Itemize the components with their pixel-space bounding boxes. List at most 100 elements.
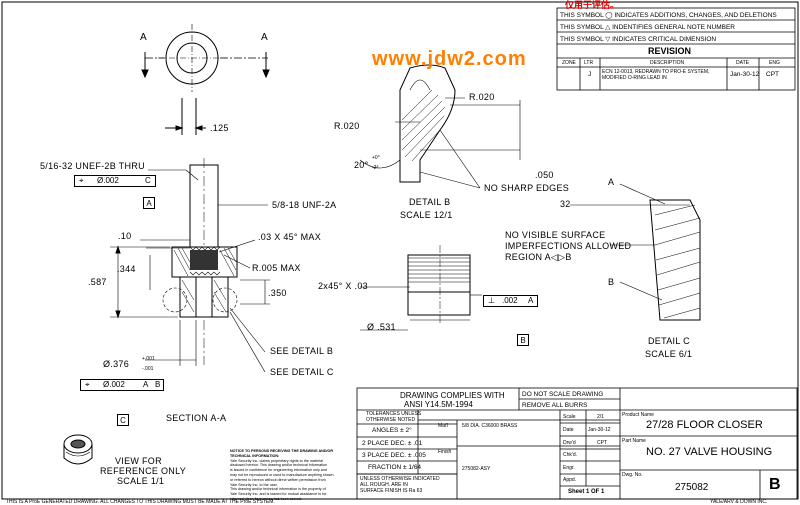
symbol-note-2: THIS SYMBOL △ INDENTIFIES GENERAL NOTE N… xyxy=(560,24,735,31)
detail-b-angle: 20° xyxy=(354,160,369,170)
fcf3-tolerance: .002 xyxy=(502,296,518,305)
section-mark-a-right: A xyxy=(261,32,269,43)
revision-title: REVISION xyxy=(648,46,692,56)
see-detail-b: SEE DETAIL B xyxy=(270,346,334,356)
asy-value: 275082-ASY xyxy=(462,466,491,472)
r-005-max: R.005 MAX xyxy=(252,263,301,273)
view-ref-line1: VIEW FOR xyxy=(115,456,162,466)
section-mark-a-left: A xyxy=(140,32,148,43)
tol-two-place: 2 PLACE DEC. ± .01 xyxy=(362,440,423,447)
bottom-note: THIS IS A ProE GENERATED DRAWING. ALL CH… xyxy=(6,499,275,505)
dim-125: .125 xyxy=(210,123,229,133)
detail-c-note-3: REGION A◁▷B xyxy=(505,252,572,262)
do-not-scale: DO NOT SCALE DRAWING xyxy=(522,391,604,398)
part-name: NO. 27 VALVE HOUSING xyxy=(646,446,773,458)
dwg-no: 275082 xyxy=(675,482,709,493)
detail-b xyxy=(359,64,521,189)
matl-value: 5/8 DIA. C36000 BRASS xyxy=(462,423,518,429)
notice-line: Yale Security Inc. claims proprietary ri… xyxy=(230,458,323,463)
detail-c-note-2: IMPERFECTIONS ALLOWED xyxy=(505,241,632,251)
detail-c xyxy=(570,183,701,321)
matl-label: Mat'l xyxy=(438,423,449,429)
tol-header-2: OTHERWISE NOTED xyxy=(366,417,416,423)
detail-c-b: B xyxy=(608,277,615,287)
fcf2-datum-2: B xyxy=(155,380,161,389)
notice-line: NOTICE TO PERSONS RECEIVING THE DRAWING … xyxy=(230,449,334,458)
thread-callout-5-8: 5/8-18 UNF-2A xyxy=(272,200,337,210)
tol-376-up: +.001 xyxy=(142,356,155,362)
watermark-text: www.jdw2.com xyxy=(372,48,527,70)
dim-587: .587 xyxy=(88,277,107,287)
rev-date: Jan-30-12 xyxy=(730,71,760,78)
evaluation-note: 仅用于评估。 xyxy=(565,0,620,10)
revision-block-lines xyxy=(556,7,796,91)
datum-c-box: C xyxy=(117,414,129,426)
drawn-label: Drw'd xyxy=(563,440,576,446)
tol-header-1: TOLERANCES UNLESS xyxy=(366,411,422,417)
chamfer-2x45: 2x45° X .03 xyxy=(318,281,368,291)
product-name-label: Product Name xyxy=(622,412,654,418)
appd-label: Appd. xyxy=(563,477,577,483)
detail-b-title: DETAIL B xyxy=(409,197,451,207)
datum-b-box: B xyxy=(517,334,529,346)
date-label: Date xyxy=(563,427,574,433)
fcf-perpendicularity: ⊥ .002 A xyxy=(483,295,538,307)
notice-line: disclosed hereon. This drawing and/or te… xyxy=(230,463,328,468)
detail-c-note-1: NO VISIBLE SURFACE xyxy=(505,230,606,240)
detail-b-r020-left: R.020 xyxy=(334,121,360,131)
fcf-position-2: ⌖ Ø.002 A B xyxy=(80,379,164,391)
proprietary-notice: NOTICE TO PERSONS RECEIVING THE DRAWING … xyxy=(230,449,355,502)
middle-part xyxy=(360,245,482,331)
product-name: 27/28 FLOOR CLOSER xyxy=(646,419,763,431)
chamfer-03: .03 X 45° MAX xyxy=(258,232,322,242)
tol-three-place: 3 PLACE DEC. ± .005 xyxy=(362,452,426,459)
title-block-lines xyxy=(356,387,798,500)
fcf3-symbol: ⊥ xyxy=(488,296,495,305)
fcf1-symbol: ⌖ xyxy=(79,176,84,185)
detail-c-scale: SCALE 6/1 xyxy=(645,349,693,359)
tol-angles: ANGLES ± 2° xyxy=(372,427,412,434)
scale-label: Scale xyxy=(563,414,576,420)
complies-line2: ANSI Y14.5M-1994 xyxy=(404,400,473,409)
detail-c-a: A xyxy=(608,177,615,187)
dim-344: .344 xyxy=(117,264,136,274)
top-view xyxy=(141,24,270,135)
rev-col-eng: ENG xyxy=(769,60,780,66)
see-detail-c: SEE DETAIL C xyxy=(270,367,334,377)
tol-376-down: -.001 xyxy=(142,366,154,372)
section-a-a xyxy=(110,158,270,373)
fcf-position-1: ⌖ Ø.002 C xyxy=(74,175,156,187)
notice-line: Yale Security Inc. to the user. xyxy=(230,482,278,487)
fcf3-datum: A xyxy=(528,296,534,305)
fcf1-tolerance: Ø.002 xyxy=(97,176,119,185)
datum-c-label: C xyxy=(120,416,126,425)
engr-label: Engr. xyxy=(563,465,575,471)
fcf2-tolerance: Ø.002 xyxy=(103,380,125,389)
detail-b-dim-050: .050 xyxy=(535,170,554,180)
detail-b-angle-up: +0° xyxy=(372,155,380,161)
fcf2-symbol: ⌖ xyxy=(85,380,90,389)
rev-col-zone: ZONE xyxy=(562,60,576,66)
finish-label: Finish xyxy=(438,449,452,455)
view-ref-line2: REFERENCE ONLY xyxy=(100,466,187,476)
dia-531: Ø .531 xyxy=(367,322,396,332)
drawn-value: CPT xyxy=(597,440,607,446)
symbol-note-3: THIS SYMBOL ▽ INDICATES CRITICAL DIMENSI… xyxy=(560,36,717,43)
datum-b-label: B xyxy=(520,336,526,345)
date-value: Jan-30-12 xyxy=(588,427,611,433)
checked-label: Chk'd. xyxy=(563,452,578,458)
rev-desc: ECN 12-0013, REDRAWN TO PRO-E SYSTEM, MO… xyxy=(602,69,710,81)
fcf1-datum: C xyxy=(145,176,151,185)
notice-line: or referred to hereon without direct wri… xyxy=(230,477,326,482)
surface-3: SURFACE FINISH IS Ra 63 xyxy=(360,488,423,494)
detail-c-title: DETAIL C xyxy=(648,336,690,346)
section-a-a-title: SECTION A-A xyxy=(166,413,227,423)
notice-line: returned when its purpose has been serve… xyxy=(230,496,302,501)
reference-view xyxy=(63,434,93,465)
complies-line1: DRAWING COMPLIES WITH xyxy=(400,391,505,400)
dim-10: .10 xyxy=(118,231,132,241)
surface-1: UNLESS OTHERWISE INDICATED xyxy=(360,476,440,482)
tol-fraction: FRACTION ± 1/64 xyxy=(368,464,422,471)
